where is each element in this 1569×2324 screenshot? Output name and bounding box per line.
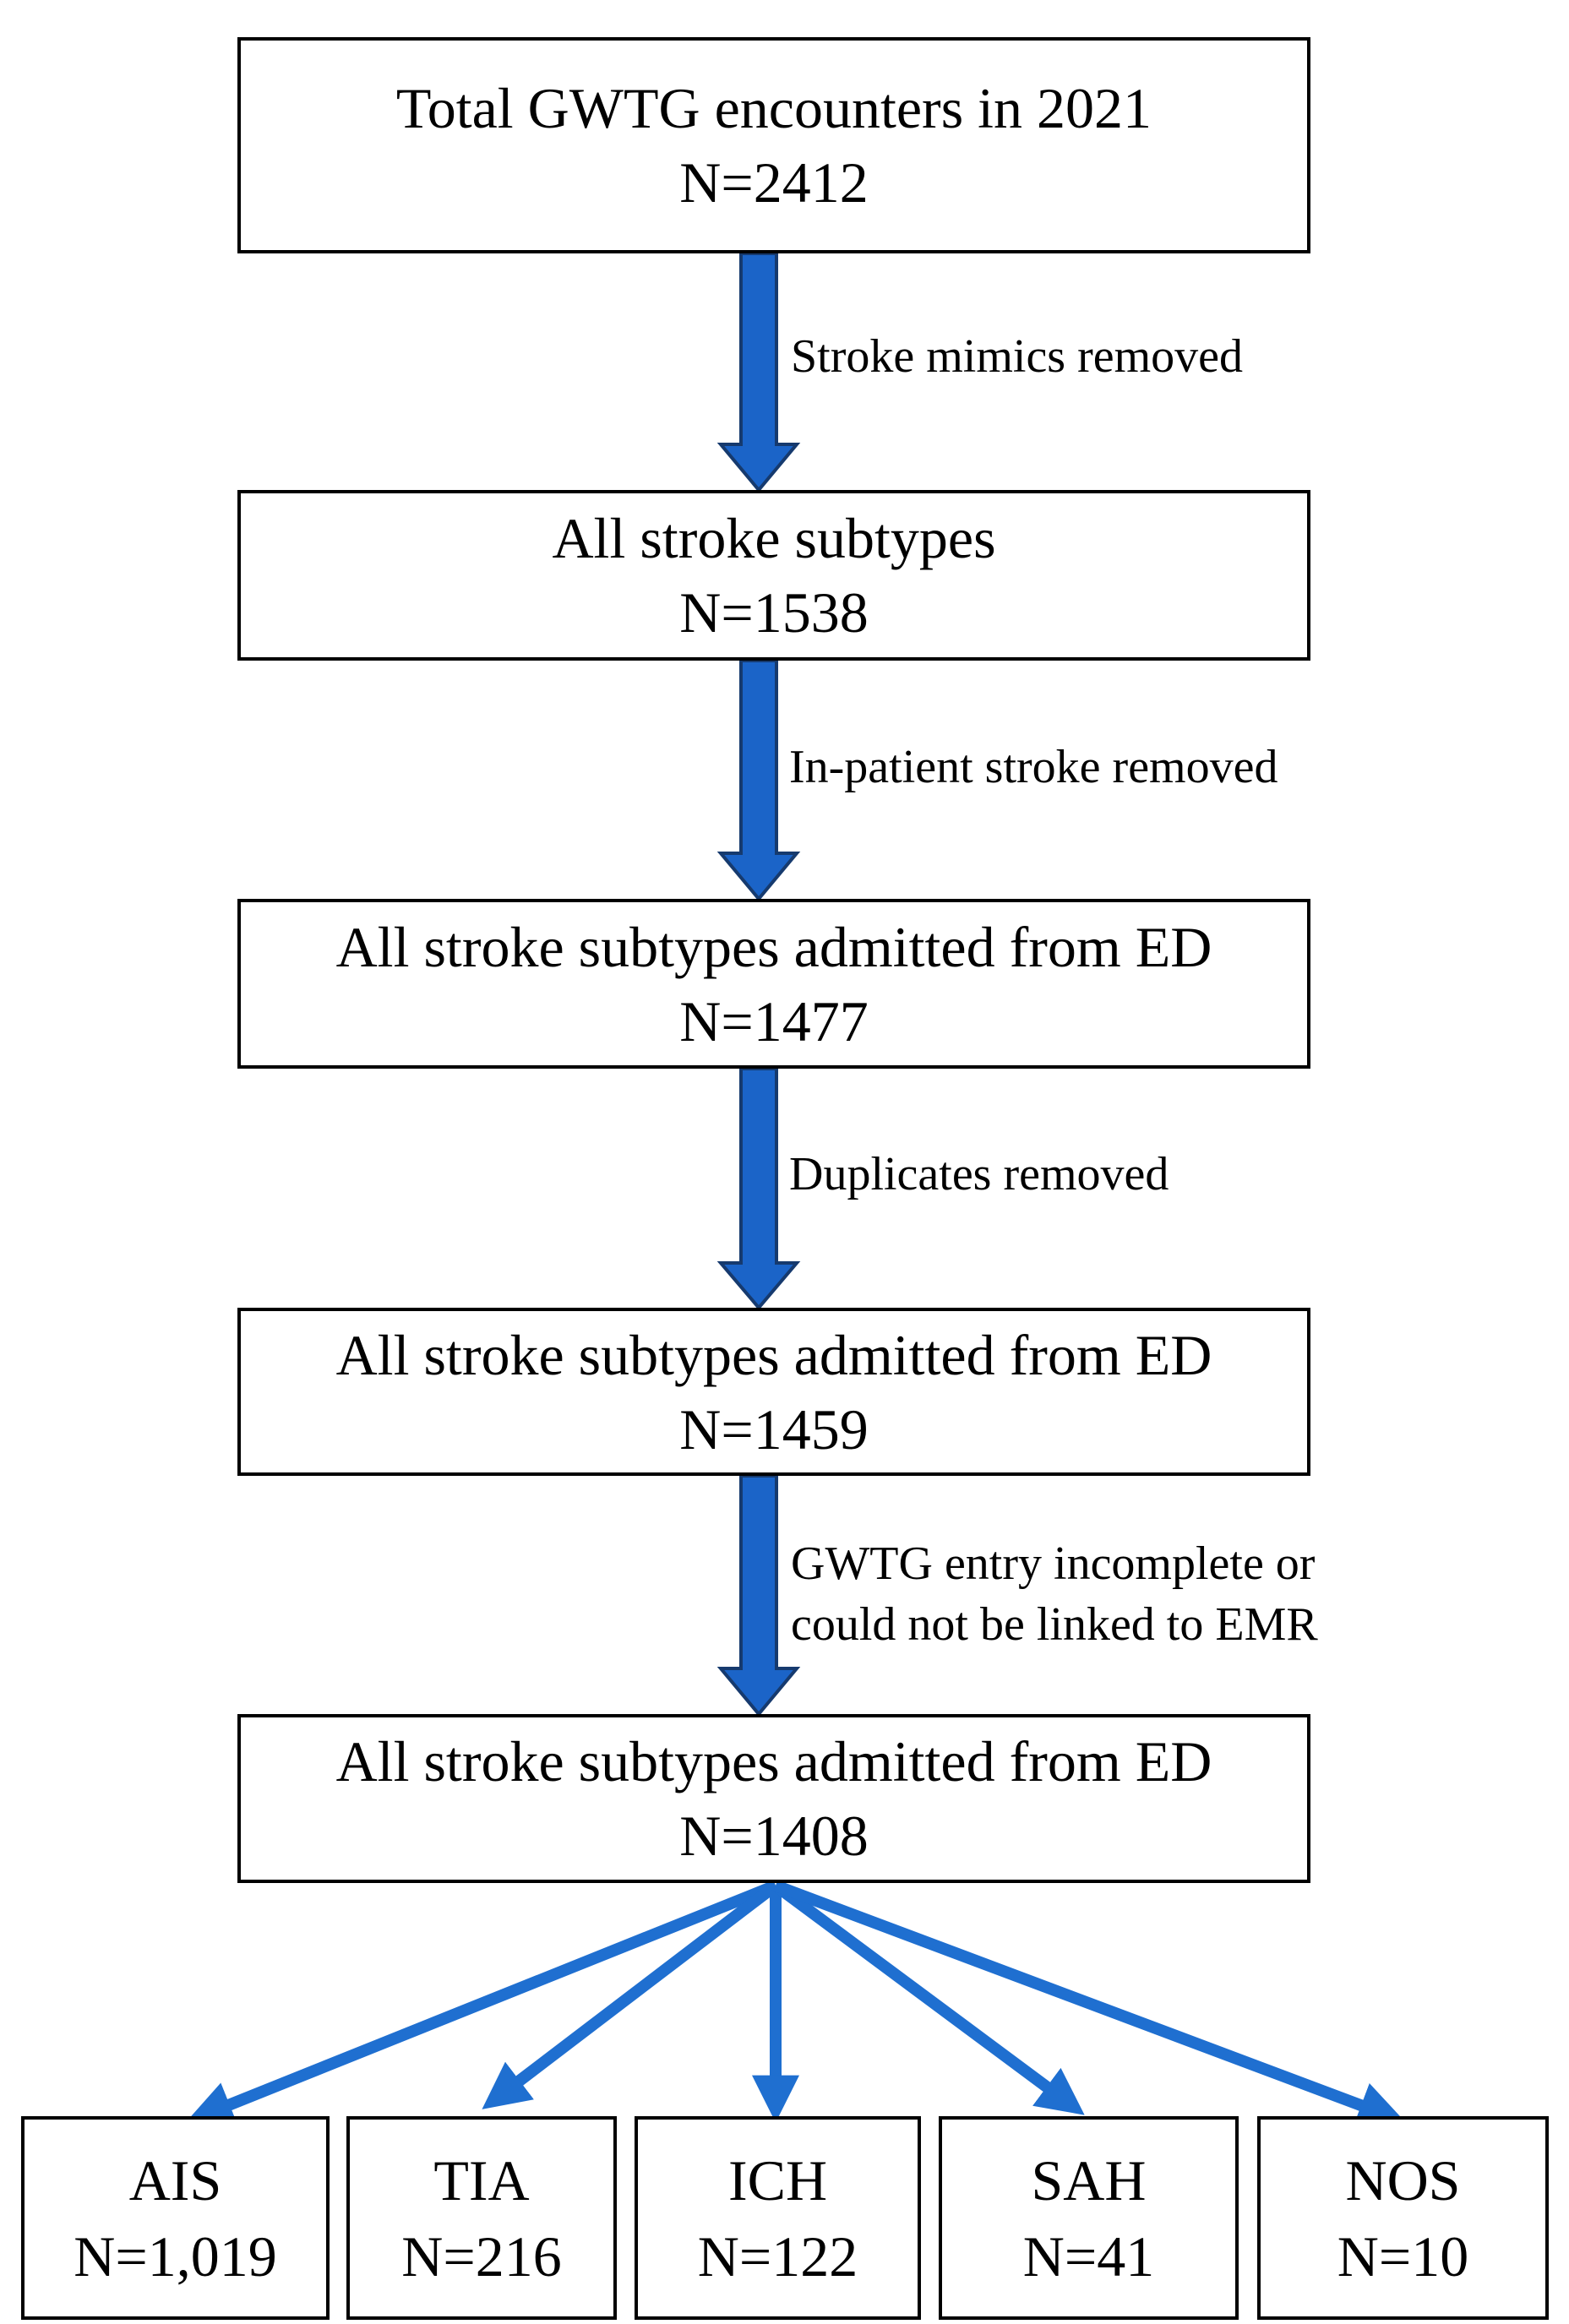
exclusion-note-text: Stroke mimics removed: [791, 330, 1244, 383]
flow-box-admitted-from-ed-1459: All stroke subtypes admitted from ED N=1…: [237, 1308, 1310, 1476]
branch-arrow-nos: [773, 1880, 1406, 2128]
exclusion-note-text: In-patient stroke removed: [789, 741, 1278, 793]
flow-box-title: Total GWTG encounters in 2021: [395, 76, 1152, 140]
branch-arrow-ais: [185, 1880, 778, 2127]
flow-box-title: All stroke subtypes: [552, 506, 996, 570]
exclusion-note-duplicates: Duplicates removed: [789, 1144, 1169, 1205]
flow-box-title: All stroke subtypes admitted from ED: [335, 914, 1212, 979]
subtype-count: N=216: [401, 2223, 562, 2289]
subtype-count: N=10: [1337, 2223, 1469, 2289]
subtype-box-ich: ICH N=122: [635, 2116, 921, 2320]
flow-box-admitted-from-ed-1477: All stroke subtypes admitted from ED N=1…: [237, 899, 1310, 1069]
flow-box-count: N=2412: [679, 150, 869, 215]
exclusion-note-text: Duplicates removed: [789, 1148, 1169, 1200]
flow-box-all-stroke-subtypes: All stroke subtypes N=1538: [237, 490, 1310, 661]
stem-arrow-1: [716, 252, 801, 493]
subtype-label: AIS: [128, 2147, 222, 2212]
stem-arrow-4: [716, 1474, 801, 1717]
subtype-label: ICH: [727, 2147, 828, 2212]
exclusion-note-stroke-mimics: Stroke mimics removed: [791, 326, 1243, 387]
flow-box-admitted-from-ed-1408: All stroke subtypes admitted from ED N=1…: [237, 1714, 1310, 1883]
exclusion-note-line-1: GWTG entry incomplete or: [791, 1538, 1316, 1590]
flow-box-total-encounters: Total GWTG encounters in 2021 N=2412: [237, 37, 1310, 253]
subtype-count: N=1,019: [74, 2223, 277, 2289]
subtype-label: TIA: [433, 2147, 530, 2212]
subtype-label: NOS: [1345, 2147, 1461, 2212]
branch-arrow-tia: [482, 1880, 780, 2109]
exclusion-note-in-patient: In-patient stroke removed: [789, 737, 1278, 797]
stem-arrow-3: [716, 1067, 801, 1311]
flow-box-count: N=1459: [679, 1396, 869, 1461]
subtype-box-ais: AIS N=1,019: [21, 2116, 330, 2320]
flow-box-count: N=1538: [679, 580, 869, 645]
subtype-box-tia: TIA N=216: [346, 2116, 617, 2320]
flow-box-title: All stroke subtypes admitted from ED: [335, 1729, 1212, 1793]
subtype-box-sah: SAH N=41: [939, 2116, 1239, 2320]
subtype-box-nos: NOS N=10: [1257, 2116, 1549, 2320]
exclusion-note-incomplete-entry: GWTG entry incomplete or could not be li…: [791, 1533, 1318, 1655]
subtype-label: SAH: [1031, 2147, 1147, 2212]
exclusion-note-line-2: could not be linked to EMR: [791, 1598, 1318, 1651]
branch-arrow-sah: [771, 1880, 1085, 2115]
flow-box-count: N=1408: [679, 1804, 869, 1868]
flow-box-title: All stroke subtypes admitted from ED: [335, 1322, 1212, 1387]
subtype-count: N=122: [697, 2223, 858, 2289]
stem-arrow-2: [716, 659, 801, 902]
subtype-count: N=41: [1022, 2223, 1155, 2289]
flow-box-count: N=1477: [679, 988, 869, 1053]
